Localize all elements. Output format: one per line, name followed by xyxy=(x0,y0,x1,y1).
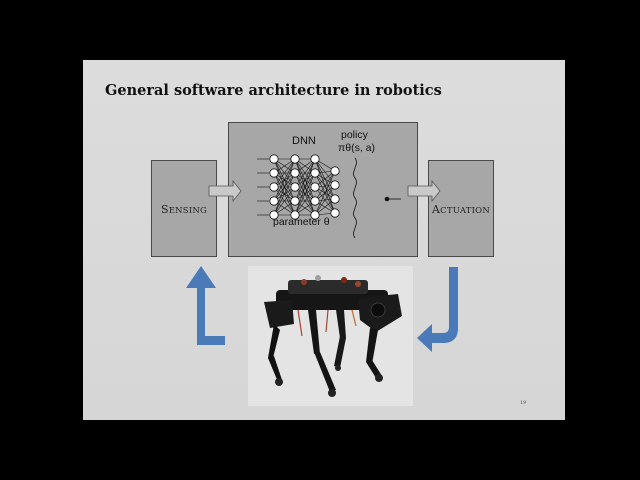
network-edge xyxy=(314,170,336,216)
output-neuron xyxy=(330,194,340,204)
neural-network-diagram xyxy=(257,154,401,239)
slide: General software architecture in robotic… xyxy=(83,60,565,420)
sensing-to-dnn-arrow xyxy=(208,179,242,203)
slide-title: General software architecture in robotic… xyxy=(105,82,442,99)
neuron xyxy=(310,196,320,206)
neuron xyxy=(269,210,279,220)
neuron xyxy=(269,168,279,178)
neuron xyxy=(290,168,300,178)
sensing-label-rest: ENSING xyxy=(168,206,207,216)
sensing-label-initial: S xyxy=(160,203,169,216)
network-edge xyxy=(294,158,316,202)
actuation-label-rest: CTUATION xyxy=(440,206,490,216)
policy-label: policy xyxy=(341,129,368,141)
actuation-label-initial: A xyxy=(432,203,441,216)
dnn-label: DNN xyxy=(292,135,316,147)
policy-distribution-curve xyxy=(353,157,357,239)
network-edge xyxy=(294,172,316,216)
flow-arrows xyxy=(186,179,458,352)
output-neuron xyxy=(330,208,340,218)
feedback-up-arrow xyxy=(186,266,225,345)
neuron xyxy=(290,182,300,192)
neuron xyxy=(290,210,300,220)
network-nodes xyxy=(269,154,340,220)
dnn-box: DNN policy πθ(s, a) parameter θ xyxy=(228,122,418,257)
network-edge xyxy=(294,186,316,216)
quadruped-robot-image xyxy=(248,266,413,406)
action-dot xyxy=(384,196,390,202)
network-edge xyxy=(294,158,316,188)
sensing-label: SENSING xyxy=(152,203,216,216)
network-edge xyxy=(273,158,296,216)
page-number: 19 xyxy=(520,400,527,406)
neuron xyxy=(290,154,300,164)
network-edge xyxy=(273,186,296,216)
network-edge xyxy=(314,170,336,202)
actuation-box: ACTUATION xyxy=(428,160,494,257)
network-edge xyxy=(314,184,336,216)
sensing-box: SENSING xyxy=(151,160,217,257)
network-edge xyxy=(273,158,296,202)
network-edge xyxy=(273,172,296,216)
command-down-arrow xyxy=(417,267,458,352)
neuron xyxy=(310,154,320,164)
neuron xyxy=(269,182,279,192)
robot-photo xyxy=(248,266,413,406)
output-neuron xyxy=(330,180,340,190)
network-edge xyxy=(273,158,296,188)
neuron xyxy=(269,154,279,164)
neuron xyxy=(310,182,320,192)
network-edge xyxy=(294,158,316,216)
neuron xyxy=(269,196,279,206)
output-neuron xyxy=(330,166,340,176)
dnn-to-actuation-arrow xyxy=(407,179,441,203)
neuron xyxy=(310,168,320,178)
parameter-label: parameter θ xyxy=(273,216,330,228)
neuron xyxy=(310,210,320,220)
neuron xyxy=(290,196,300,206)
actuation-label: ACTUATION xyxy=(429,203,493,216)
policy-symbol: πθ(s, a) xyxy=(338,142,376,154)
